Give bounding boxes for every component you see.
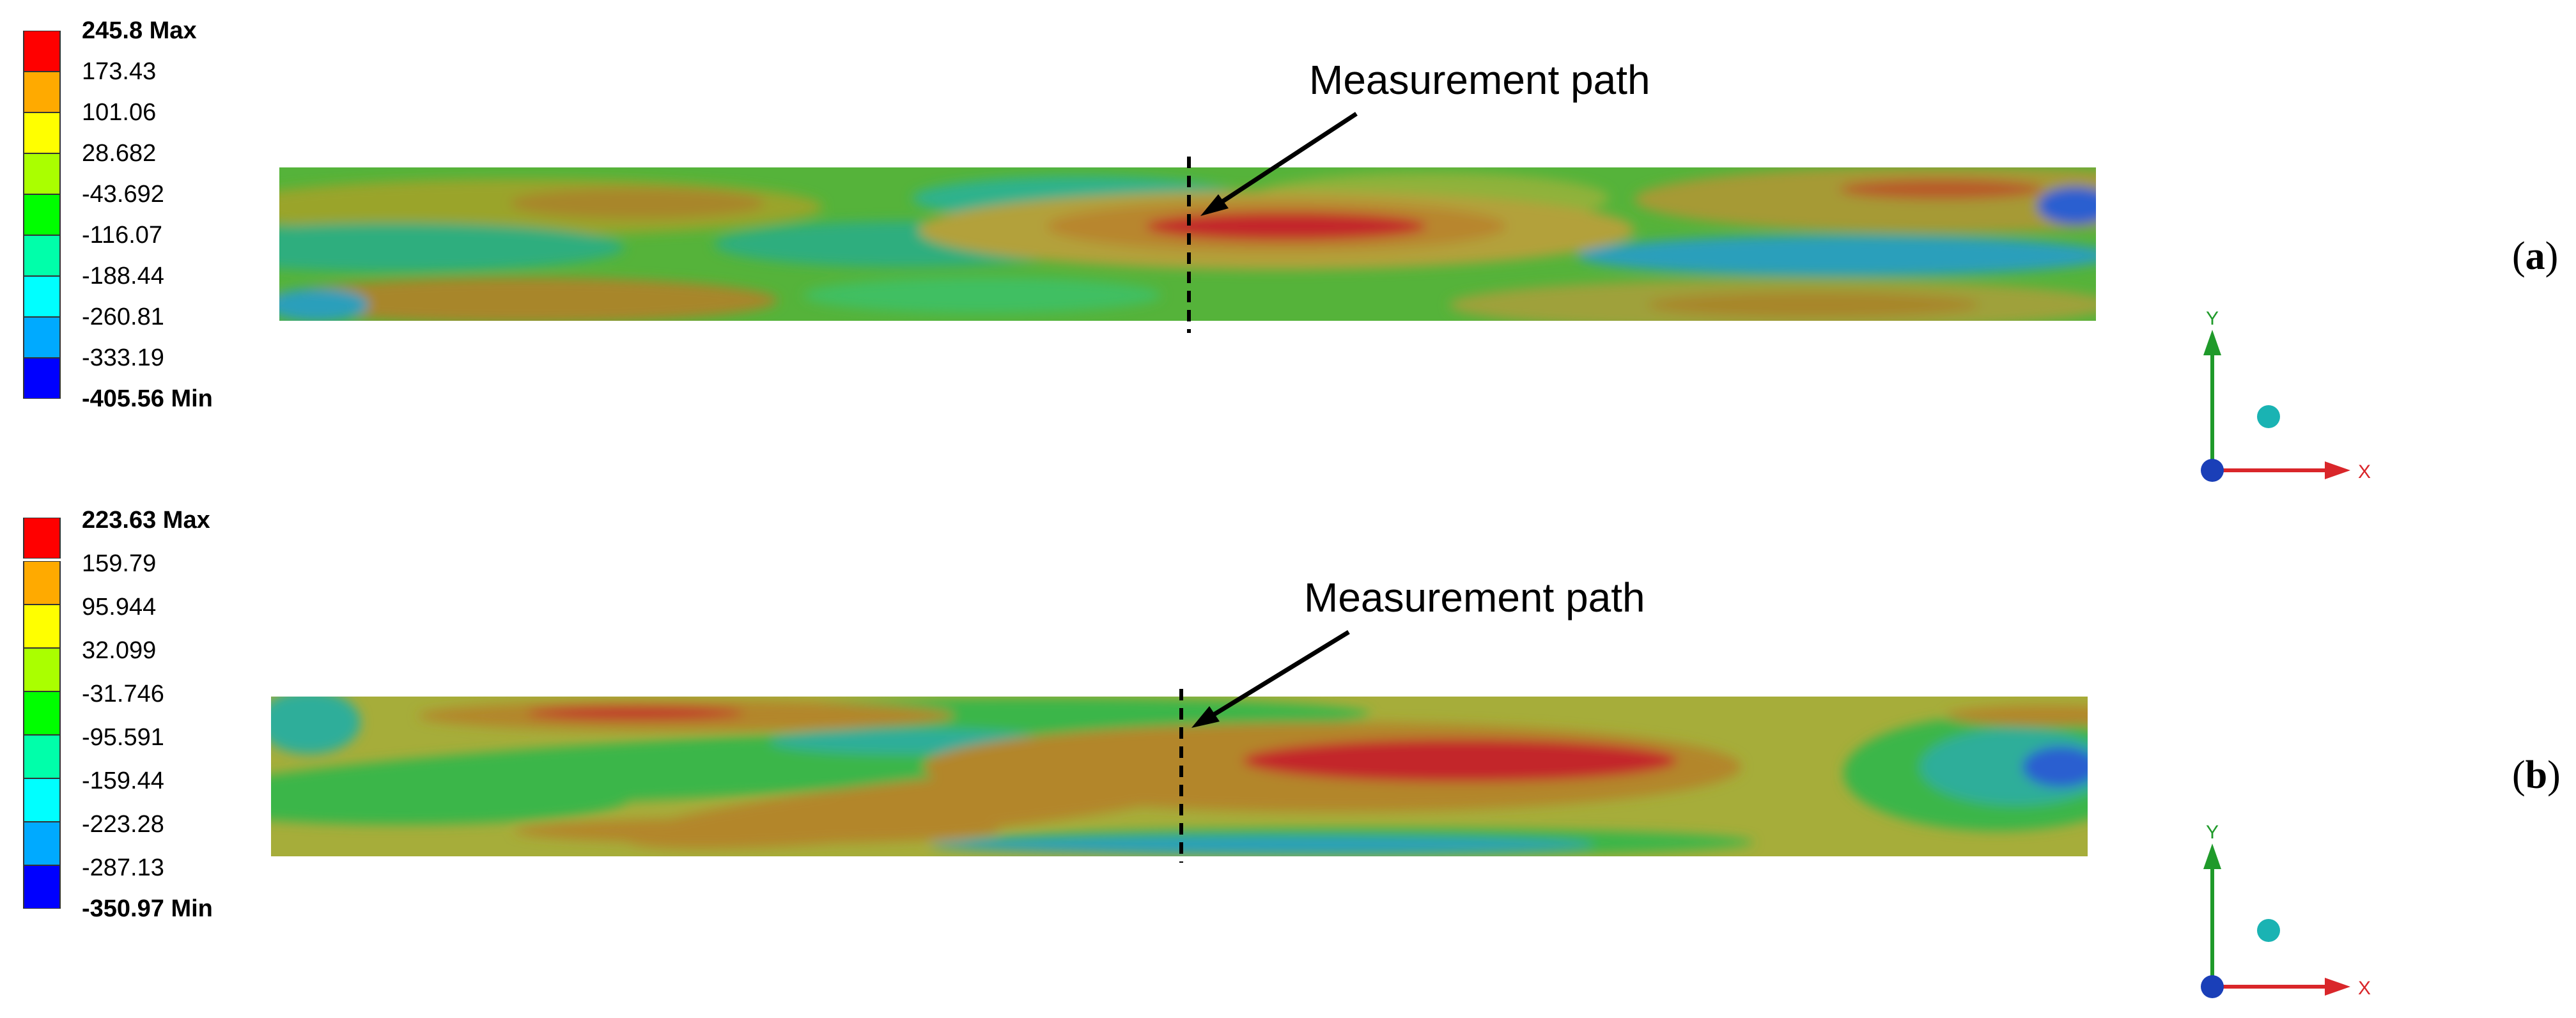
legend-swatch-5 <box>23 194 61 235</box>
legend-swatch-3 <box>23 112 61 153</box>
legend-value: -116.07 <box>82 222 163 249</box>
probe-dot-icon <box>2257 405 2280 428</box>
measurement-path-line-a <box>1187 157 1191 333</box>
legend-swatch-7 <box>23 778 61 822</box>
legend-swatch-3 <box>23 605 61 648</box>
legend-swatch-9 <box>23 865 61 909</box>
axis-label-y: Y <box>2206 822 2219 843</box>
legend-value: -287.13 <box>82 854 164 881</box>
measurement-path-line-b <box>1179 689 1183 863</box>
legend-value: 32.099 <box>82 637 157 664</box>
legend-value: 159.79 <box>82 550 157 577</box>
legend-swatch-5 <box>23 691 61 735</box>
legend-value: -188.44 <box>82 263 164 289</box>
legend-swatch-2 <box>23 561 61 605</box>
legend-max-value: 245.8 Max <box>82 17 197 44</box>
legend-swatch-1 <box>23 518 61 559</box>
legend-max-value: 223.63 Max <box>82 507 210 534</box>
legend-value: 28.682 <box>82 140 157 167</box>
contour-panel-a: 245.8 Max 173.43 101.06 28.682 -43.692 -… <box>23 17 2559 482</box>
legend-value: 173.43 <box>82 58 157 85</box>
color-legend-a: 245.8 Max 173.43 101.06 28.682 -43.692 -… <box>23 17 291 414</box>
legend-min-value: -350.97 Min <box>82 895 213 922</box>
panel-label-a: (a) <box>2512 235 2559 278</box>
annotation-arrow-b <box>1191 630 1350 728</box>
legend-swatch-7 <box>23 276 61 317</box>
annotation-arrow-a <box>1200 112 1358 216</box>
legend-swatch-8 <box>23 317 61 358</box>
contour-field-a <box>279 167 2096 321</box>
probe-dot-icon <box>2257 919 2280 942</box>
legend-value: -95.591 <box>82 724 164 751</box>
legend-swatch-9 <box>23 358 61 399</box>
axis-label-x: X <box>2358 461 2371 482</box>
legend-value: -260.81 <box>82 304 164 330</box>
legend-value: -31.746 <box>82 681 164 707</box>
stress-contour-plate-a <box>279 167 2096 321</box>
legend-value: -43.692 <box>82 181 164 208</box>
legend-swatch-4 <box>23 648 61 691</box>
axis-label-y: Y <box>2206 308 2219 329</box>
axis-triad-b: Y X <box>2201 822 2371 999</box>
measurement-path-label-b: Measurement path <box>1304 575 1645 621</box>
legend-value: -159.44 <box>82 767 164 794</box>
measurement-path-label-a: Measurement path <box>1309 57 1650 103</box>
axis-label-x: X <box>2358 978 2371 999</box>
legend-min-value: -405.56 Min <box>82 385 213 412</box>
axis-triad-a: Y X <box>2201 308 2371 482</box>
legend-swatch-8 <box>23 822 61 865</box>
legend-swatch-2 <box>23 72 61 112</box>
contour-panel-b: 223.63 Max 159.79 95.944 32.099 -31.746 … <box>0 507 2576 1017</box>
legend-swatch-4 <box>23 153 61 194</box>
color-legend-b: 223.63 Max 159.79 95.944 32.099 -31.746 … <box>23 507 291 922</box>
panel-label-b: (b) <box>2512 753 2561 797</box>
legend-value: 95.944 <box>82 594 157 621</box>
legend-value: -223.28 <box>82 811 164 838</box>
legend-value: 101.06 <box>82 99 157 126</box>
legend-value: -333.19 <box>82 344 164 371</box>
legend-swatch-6 <box>23 235 61 276</box>
legend-swatch-1 <box>23 31 61 72</box>
legend-swatch-6 <box>23 735 61 778</box>
